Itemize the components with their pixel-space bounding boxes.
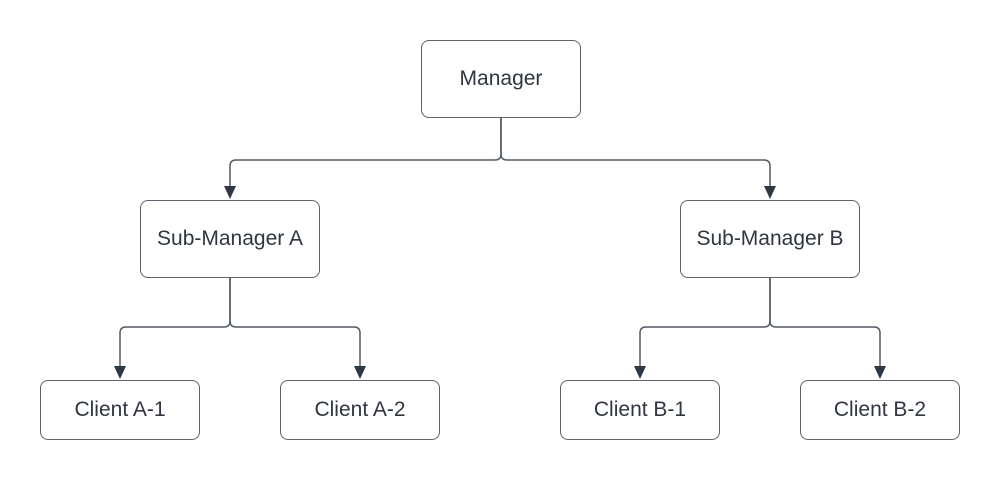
node-client-b1: Client B-1	[560, 380, 720, 440]
edge-sub-manager-b-to-client-b1	[639, 278, 771, 367]
edge-sub-manager-a-to-client-a1	[119, 278, 231, 367]
node-client-a2-label: Client A-2	[314, 398, 406, 422]
node-manager-label: Manager	[459, 67, 543, 91]
arrowhead-sub-manager-b-icon	[764, 186, 776, 199]
node-client-a1-label: Client A-1	[74, 398, 166, 422]
node-sub-manager-a-label: Sub-Manager A	[157, 227, 303, 251]
node-client-a1: Client A-1	[40, 380, 200, 440]
arrowhead-client-b1-icon	[634, 366, 646, 379]
arrowhead-client-a2-icon	[354, 366, 366, 379]
arrowhead-client-a1-icon	[114, 366, 126, 379]
node-sub-manager-b-label: Sub-Manager B	[696, 227, 844, 251]
edge-manager-to-sub-manager-b	[500, 118, 771, 187]
arrowhead-sub-manager-a-icon	[224, 186, 236, 199]
node-client-b2: Client B-2	[800, 380, 960, 440]
edge-sub-manager-a-to-client-a2	[229, 278, 361, 367]
node-client-a2: Client A-2	[280, 380, 440, 440]
arrowhead-client-b2-icon	[874, 366, 886, 379]
node-client-b2-label: Client B-2	[833, 398, 927, 422]
node-sub-manager-a: Sub-Manager A	[140, 200, 320, 278]
node-sub-manager-b: Sub-Manager B	[680, 200, 860, 278]
edge-sub-manager-b-to-client-b2	[769, 278, 881, 367]
node-client-b1-label: Client B-1	[593, 398, 687, 422]
edge-manager-to-sub-manager-a	[229, 118, 502, 187]
node-manager: Manager	[421, 40, 581, 118]
